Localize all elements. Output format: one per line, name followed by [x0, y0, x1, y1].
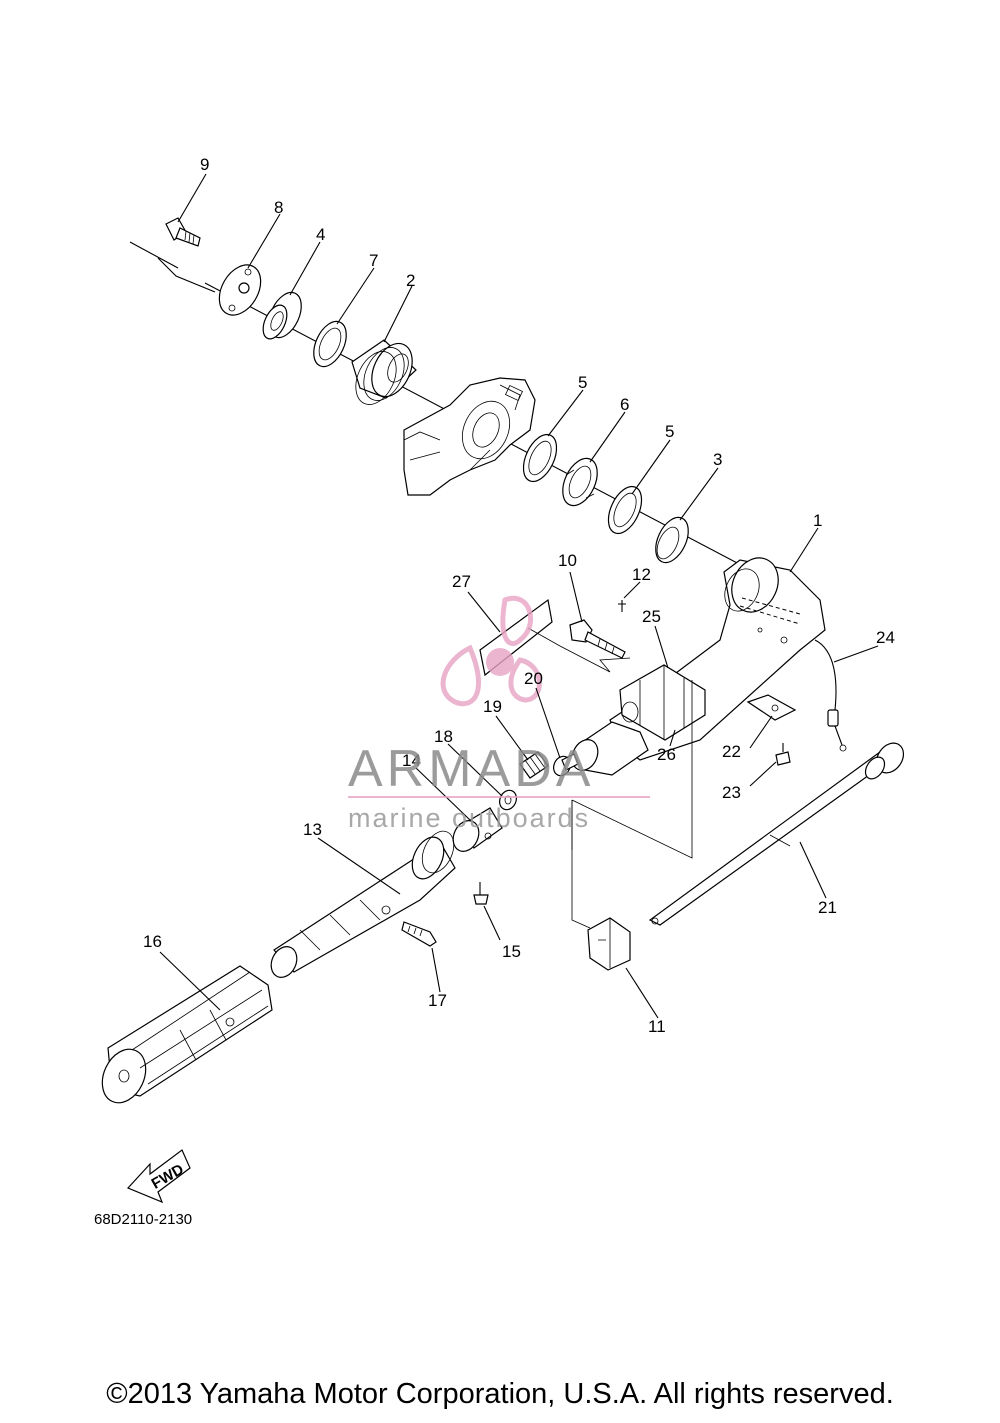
watermark-logo [440, 595, 542, 707]
plate-part-8 [218, 264, 262, 316]
bolt-part-9 [165, 217, 201, 247]
label-part-17: 17 [428, 991, 447, 1010]
tiller-end [571, 701, 649, 776]
label-part-13: 13 [303, 820, 322, 839]
swivel-bracket [403, 377, 536, 496]
label-part-2: 2 [406, 271, 415, 290]
label-part-19: 19 [483, 697, 502, 716]
label-part-7: 7 [369, 251, 378, 270]
copyright-notice: ©2013 Yamaha Motor Corporation, U.S.A. A… [106, 1378, 894, 1410]
label-part-21: 21 [818, 898, 837, 917]
ring-part-7 [313, 320, 347, 368]
label-part-12: 12 [632, 565, 651, 584]
leader-lines [159, 173, 879, 1019]
wave-washer-part-6 [562, 457, 598, 507]
spring-part-19 [519, 751, 549, 779]
label-part-18: 18 [434, 727, 453, 746]
screw-part-23 [775, 743, 791, 766]
plate-part-22 [746, 694, 797, 721]
label-part-20: 20 [524, 669, 543, 688]
screw-part-17 [401, 921, 437, 947]
collar-part-14 [452, 807, 503, 852]
label-part-9: 9 [200, 155, 209, 174]
screw-part-20 [553, 753, 579, 777]
fwd-arrow-icon [126, 1149, 191, 1204]
threaded-bushing-part-2 [351, 339, 417, 405]
wing-bolt-part-10 [569, 619, 626, 659]
bushing-part-3 [655, 516, 689, 564]
grip-part-16 [101, 965, 273, 1104]
label-part-3: 3 [713, 450, 722, 469]
washer-part-5-a [522, 433, 558, 483]
stop-wire-part-24 [814, 639, 847, 752]
leader-outlines [571, 680, 693, 929]
label-part-11: 11 [648, 1017, 666, 1036]
watermark-brand: ARMADA [348, 740, 594, 798]
label-part-5-b: 5 [665, 422, 674, 441]
label-part-16: 16 [143, 932, 162, 951]
label-part-27: 27 [452, 572, 471, 591]
label-part-1: 1 [813, 511, 822, 530]
washer-part-18 [499, 789, 517, 811]
pin-part-12 [618, 600, 626, 612]
label-part-22: 22 [722, 742, 741, 761]
label-part-25: 25 [642, 607, 661, 626]
block-part-11 [587, 917, 631, 971]
screw-part-15 [473, 882, 489, 905]
label-part-8: 8 [274, 198, 283, 217]
diagram-code: 68D2110-2130 [94, 1211, 192, 1228]
label-part-5-a: 5 [578, 373, 587, 392]
label-part-6: 6 [620, 395, 629, 414]
label-part-23: 23 [722, 783, 741, 802]
label-part-15: 15 [502, 942, 521, 961]
label-part-14: 14 [402, 751, 421, 770]
label-part-10: 10 [558, 551, 577, 570]
washer-part-5-b [607, 485, 643, 535]
clamp-part-26 [619, 664, 706, 741]
grip-sleeve-part-13 [270, 830, 456, 978]
label-part-24: 24 [876, 628, 895, 647]
throttle-shaft-part-21 [648, 742, 905, 926]
label-part-4: 4 [316, 225, 325, 244]
bushing-part-4 [262, 291, 302, 340]
label-part-26: 26 [657, 745, 676, 764]
watermark-tagline: marine outboards [348, 803, 590, 833]
